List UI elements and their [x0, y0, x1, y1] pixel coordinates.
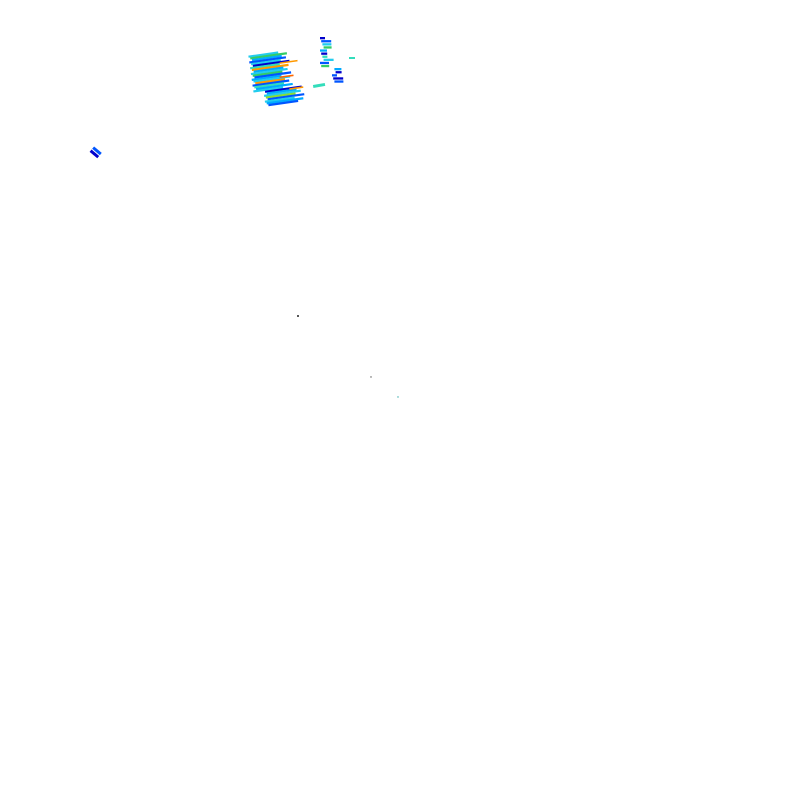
data-strip	[321, 52, 328, 55]
data-strip	[263, 89, 301, 97]
data-strip	[253, 86, 284, 93]
data-point	[370, 376, 372, 378]
data-strip	[255, 78, 286, 85]
data-strip	[248, 51, 279, 58]
data-strip	[251, 74, 282, 81]
data-strip	[252, 70, 283, 77]
data-strip	[255, 82, 293, 91]
data-strip	[254, 71, 292, 79]
data-strip	[265, 92, 296, 99]
data-strip	[334, 80, 344, 83]
data-strip	[250, 67, 288, 76]
data-strip	[320, 49, 327, 52]
data-strip	[251, 54, 282, 62]
data-strip	[322, 43, 332, 46]
data-mark	[312, 82, 326, 89]
data-strip	[320, 61, 329, 65]
data-strip	[264, 96, 295, 103]
data-strip	[250, 52, 288, 60]
data-streak	[289, 86, 304, 90]
data-strip	[321, 40, 332, 43]
data-strip	[251, 63, 289, 72]
data-strip	[254, 82, 285, 89]
data-strip	[249, 56, 287, 64]
data-streak	[279, 59, 298, 64]
data-strip	[252, 59, 290, 68]
data-point	[397, 396, 399, 398]
data-strip	[252, 79, 290, 87]
data-strip	[266, 97, 304, 105]
data-strip	[323, 58, 334, 61]
data-strip	[320, 37, 325, 40]
data-strip	[323, 46, 332, 49]
data-streak	[279, 74, 294, 79]
data-strip	[335, 71, 342, 74]
data-strip	[321, 64, 330, 68]
data-strip	[267, 93, 305, 101]
data-strip	[249, 63, 280, 70]
data-cluster-a	[248, 51, 305, 107]
data-strip	[266, 88, 297, 95]
isolated-data-mark	[89, 146, 102, 159]
data-strip	[264, 85, 302, 93]
data-strip	[253, 66, 284, 73]
data-cluster-b	[320, 37, 344, 83]
data-strip	[332, 74, 337, 77]
data-strip	[334, 68, 342, 71]
data-mark	[349, 57, 355, 59]
data-strip	[322, 55, 328, 58]
data-strip	[250, 58, 281, 66]
data-point	[297, 315, 299, 317]
data-strip	[333, 77, 344, 80]
data-strip	[268, 99, 299, 107]
